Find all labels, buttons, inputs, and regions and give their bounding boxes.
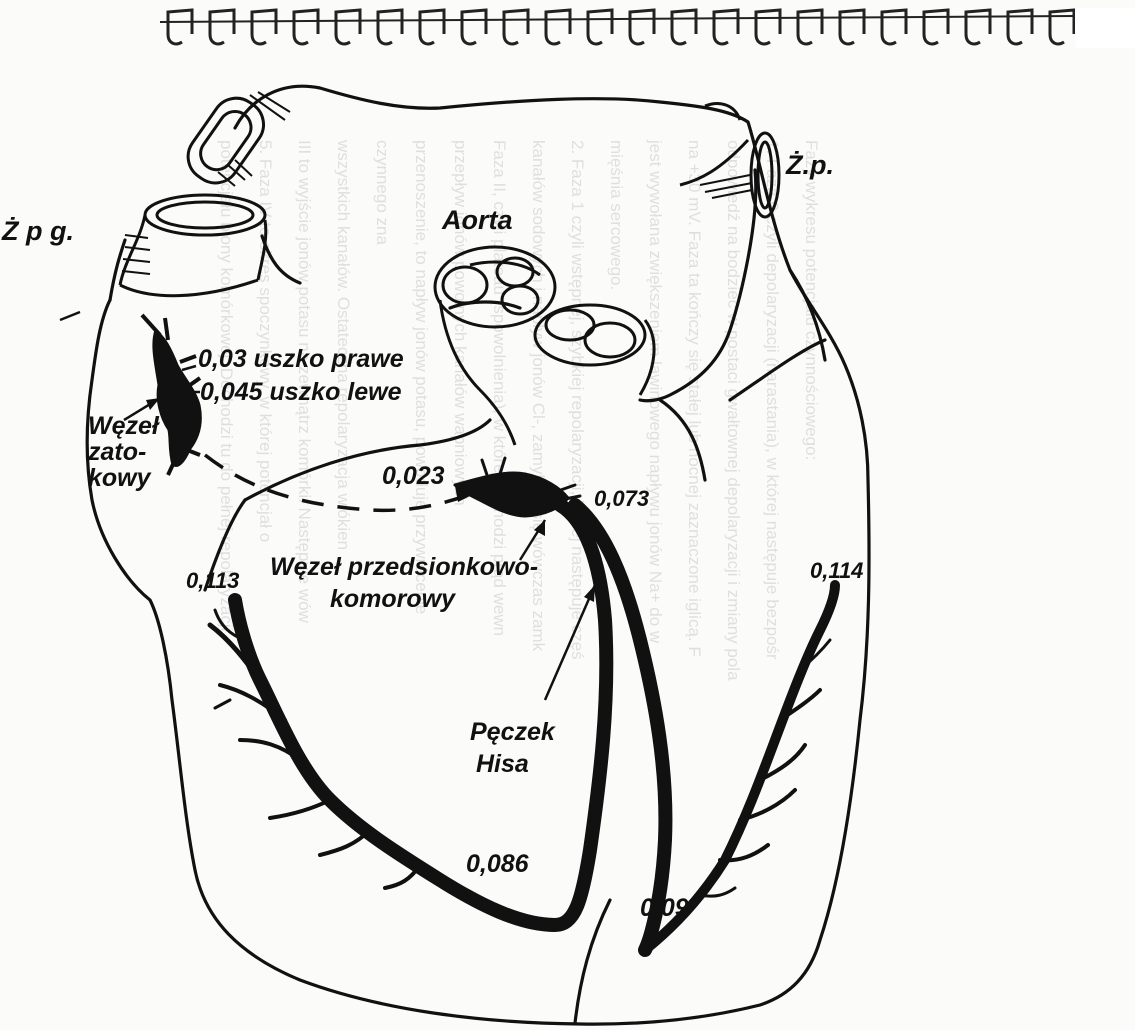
spiral-ring [880, 8, 908, 34]
spiral-ring [544, 8, 572, 34]
spiral-ring-hook [544, 33, 561, 46]
label-sinus-node-line3: kowy [88, 464, 151, 492]
internodal-pathway [203, 453, 469, 513]
label-av-node-line1: Węzeł przedsionkowo- [270, 553, 539, 581]
spiral-ring [334, 8, 362, 34]
label-his-line2: Hisa [476, 750, 529, 778]
spiral-ring-hook [670, 33, 687, 46]
spiral-wire [159, 15, 1076, 23]
spiral-ring-hook [880, 33, 897, 46]
spiral-ring [502, 8, 530, 34]
spiral-ring-hook [796, 33, 813, 46]
label-av-node: Węzeł przedsionkowo- komorowy [270, 551, 538, 615]
spiral-ring-hook [292, 33, 309, 46]
label-v0023: 0,023 [382, 462, 445, 490]
label-his-bundle: Pęczek Hisa [470, 716, 555, 780]
spiral-ring-hook [1048, 33, 1065, 46]
spiral-ring-hook [1006, 33, 1023, 46]
label-his-line1: Pęczek [470, 718, 555, 746]
spiral-ring [586, 8, 614, 34]
label-right-auricle: 0,03 uszko prawe [198, 345, 404, 373]
spiral-ring-hook [418, 33, 435, 46]
spiral-ring-hook [964, 33, 981, 46]
spiral-ring [796, 8, 824, 34]
spiral-ring [1006, 8, 1034, 34]
label-left-auricle: 0,045 uszko lewe [200, 378, 402, 406]
spiral-ring-hook [166, 33, 183, 46]
spiral-ring-hook [460, 33, 477, 46]
spiral-ring-hook [208, 33, 225, 46]
spiral-binding [159, 8, 1135, 48]
spiral-ring-hook [502, 33, 519, 46]
spiral-ring-hook [754, 33, 771, 46]
av-node-shape [453, 471, 570, 518]
label-av-node-line2: komorowy [330, 585, 456, 613]
label-v0073: 0,073 [594, 486, 650, 511]
spiral-ring-hook [586, 33, 603, 46]
label-v0086: 0,086 [466, 850, 529, 878]
label-v0113: 0,113 [186, 568, 240, 593]
spiral-ring-hook [922, 33, 939, 46]
sinus-node-shape [152, 329, 202, 467]
spiral-ring [460, 8, 488, 34]
spiral-ring-hook [250, 33, 267, 46]
spiral-ring [922, 8, 950, 34]
spiral-ring [838, 8, 866, 34]
spiral-ring [376, 8, 404, 34]
spiral-ring [754, 8, 782, 34]
label-sinus-node: Węzeł zato- kowy [88, 413, 159, 491]
label-v0114: 0,114 [810, 558, 864, 583]
spiral-ring [292, 8, 320, 34]
spiral-ring [964, 8, 992, 34]
label-sinus-node-line1: Węzeł [88, 412, 159, 440]
label-v009: 0,09 [640, 894, 689, 922]
spiral-ring [712, 8, 740, 34]
spiral-ring [670, 8, 698, 34]
label-zp: Ż.p. [786, 150, 834, 180]
spiral-ring-hook [838, 33, 855, 46]
spiral-ring-hook [376, 33, 393, 46]
label-zpg: Ż p g. [2, 216, 74, 246]
label-sinus-node-line2: zato- [88, 438, 147, 466]
left-bundle-branch [568, 498, 673, 957]
spiral-ring-hook [628, 33, 645, 46]
label-aorta: Aorta [442, 205, 513, 235]
heart-outline [85, 84, 871, 1026]
spiral-ring [1048, 8, 1076, 34]
spiral-ring [418, 8, 446, 34]
spiral-ring [628, 8, 656, 34]
spiral-ring-hook [334, 33, 351, 46]
spiral-ring-hook [712, 33, 729, 46]
